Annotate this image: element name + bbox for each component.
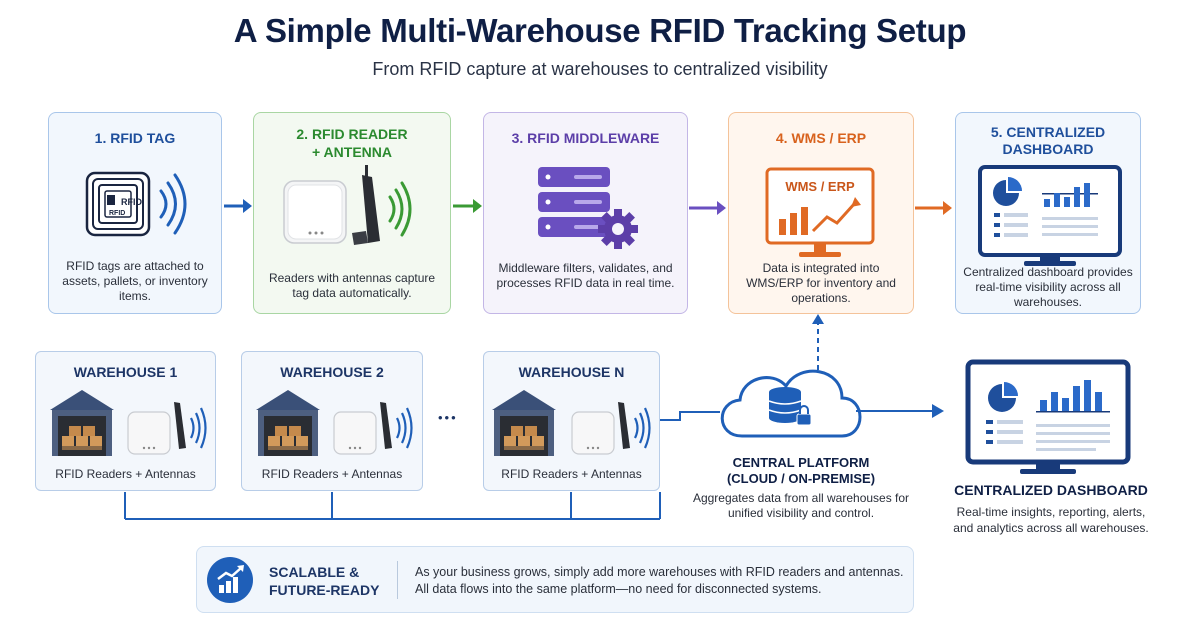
warehouse-name: WAREHOUSE 1 [73, 364, 178, 380]
large-dashboard-monitor-icon [965, 359, 1131, 474]
banner-title: SCALABLE & FUTURE-READY [269, 563, 399, 599]
cloud-database-icon [720, 369, 862, 438]
banner-text: As your business grows, simply add more … [415, 564, 905, 598]
banner-divider [397, 561, 398, 599]
dashboard-title: CENTRALIZED DASHBOARD [954, 482, 1148, 498]
warehouse-with-reader-icon [50, 390, 207, 456]
growth-chart-icon [207, 557, 253, 603]
banner-text-line1: As your business grows, simply add more … [415, 565, 904, 579]
step-title-line2: DASHBOARD [1002, 141, 1094, 157]
step-description: RFID tags are attached to assets, pallet… [62, 259, 208, 303]
warehouse-card: WAREHOUSE 2 RFID Readers + Antennas [241, 351, 423, 491]
step-title-line1: 5. CENTRALIZED [990, 124, 1106, 140]
step-rfid-reader: 2. RFID READER + ANTENNA Readers with an… [253, 112, 451, 314]
wms-monitor-icon: WMS / ERP [765, 167, 875, 257]
tag-label-bottom: RFID [109, 210, 125, 217]
wms-screen-label: WMS / ERP [785, 179, 855, 194]
warehouse-caption: RFID Readers + Antennas [501, 467, 642, 481]
step-title-line1: 2. RFID READER [296, 126, 408, 142]
step-title: 3. RFID MIDDLEWARE [511, 130, 660, 146]
warehouse-card: WAREHOUSE N RFID Readers + Antennas [483, 351, 660, 491]
step-description: Data is integrated into WMS/ERP for inve… [746, 261, 896, 305]
server-gear-icon [538, 167, 638, 249]
arrow-platform-to-wms [812, 314, 824, 370]
banner-text-line2: All data flows into the same platform—no… [415, 582, 822, 596]
step-description: Middleware filters, validates, and proce… [496, 261, 675, 290]
step-rfid-tag: 1. RFID TAG RFID RFID RFID tags are atta… [48, 112, 222, 314]
arrow-step3-to-step4 [689, 201, 726, 215]
platform-title-line1: CENTRAL PLATFORM [732, 455, 870, 470]
platform-description: Aggregates data from all warehouses for … [692, 491, 910, 520]
warehouse-name: WAREHOUSE 2 [280, 364, 384, 380]
warehouse-with-reader-icon [492, 390, 651, 456]
warehouse-card: WAREHOUSE 1 RFID Readers + Antennas [35, 351, 216, 491]
banner-title-line1: SCALABLE & [269, 564, 360, 580]
platform-title-line2: (CLOUD / ON-PREMISE) [726, 471, 876, 486]
step-centralized-dashboard: 5. CENTRALIZED DASHBOARD Centralized das… [955, 112, 1141, 314]
arrow-step2-to-step3 [453, 199, 482, 213]
step-description: Centralized dashboard provides real-time… [963, 265, 1133, 309]
rfid-reader-icon [283, 165, 412, 245]
more-warehouses-ellipsis: ••• [438, 410, 458, 425]
arrow-platform-to-dashboard [856, 404, 944, 418]
scalable-banner: SCALABLE & FUTURE-READY As your business… [196, 546, 914, 613]
tag-label-top: RFID [121, 197, 142, 207]
warehouse-with-reader-icon [256, 390, 413, 456]
step-title-line2: + ANTENNA [312, 144, 392, 160]
warehouse-caption: RFID Readers + Antennas [261, 467, 403, 481]
page-title: A Simple Multi-Warehouse RFID Tracking S… [233, 12, 967, 49]
arrow-step1-to-step2 [224, 199, 252, 213]
warehouse-caption: RFID Readers + Antennas [55, 467, 196, 481]
rfid-tag-icon: RFID RFID [85, 171, 187, 237]
warehouse-name: WAREHOUSE N [518, 364, 625, 380]
platform-title: CENTRAL PLATFORM (CLOUD / ON-PREMISE) [690, 455, 912, 487]
dashboard-description: Real-time insights, reporting, alerts, a… [953, 505, 1149, 535]
step-title: 4. WMS / ERP [775, 130, 867, 146]
dashboard-monitor-icon [978, 165, 1122, 266]
step-title: 1. RFID TAG [94, 130, 176, 146]
arrow-step4-to-step5 [915, 201, 952, 215]
step-rfid-middleware: 3. RFID MIDDLEWARE Middleware filters, v… [483, 112, 688, 314]
page-subtitle: From RFID capture at warehouses to centr… [372, 59, 828, 79]
step-wms-erp: 4. WMS / ERP WMS / ERP Data is integrate… [728, 112, 914, 314]
banner-title-line2: FUTURE-READY [269, 582, 380, 598]
step-description: Readers with antennas capture tag data a… [268, 271, 436, 300]
